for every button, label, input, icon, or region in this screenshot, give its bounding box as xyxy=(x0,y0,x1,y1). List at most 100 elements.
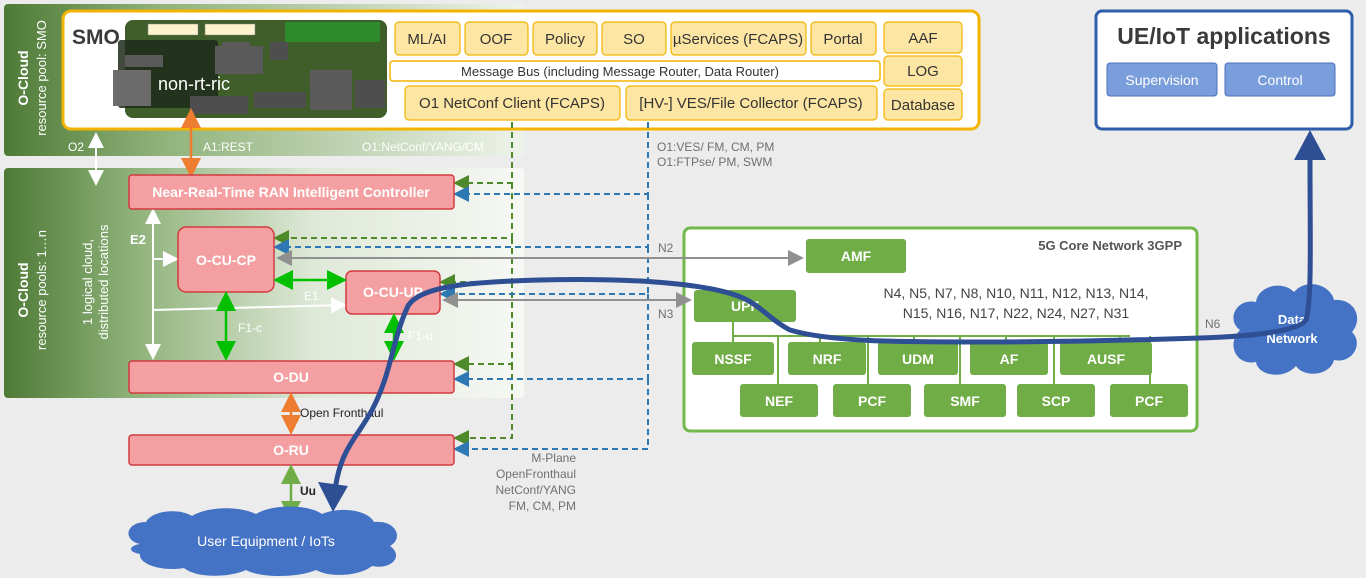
n6-label: N6 xyxy=(1205,317,1221,331)
uservices-box xyxy=(670,21,807,56)
pcf-1-box xyxy=(833,384,911,417)
scp-label: SCP xyxy=(1042,393,1071,409)
aaf-box xyxy=(883,21,963,54)
oof-box xyxy=(464,21,529,56)
near-rt-ric-box xyxy=(128,174,455,210)
so-label: SO xyxy=(623,31,645,48)
supervision-label: Supervision xyxy=(1125,72,1198,88)
core-title: 5G Core Network 3GPP xyxy=(1038,238,1182,253)
af-label: AF xyxy=(1000,351,1019,367)
flow-arrowhead-down xyxy=(318,482,348,512)
a1-label: A1:REST xyxy=(203,140,254,154)
e1-label: E1 xyxy=(304,289,319,303)
user-plane-flow-path xyxy=(331,159,1313,501)
oof-label: OOF xyxy=(480,31,513,48)
data-network-label-2: Network xyxy=(1266,331,1318,346)
nssf-label: NSSF xyxy=(714,351,752,367)
portal-label: Portal xyxy=(823,31,862,48)
log-box xyxy=(883,55,963,87)
core-interfaces-2: N15, N16, N17, N22, N24, N27, N31 xyxy=(903,305,1130,321)
pcf-2-label: PCF xyxy=(1135,393,1163,409)
mplane-label-1: M-Plane xyxy=(531,451,576,465)
e2-label: E2 xyxy=(130,232,146,247)
nrf-box xyxy=(788,342,866,375)
o-cloud-ran-note-2: distributed locations xyxy=(96,224,111,339)
smo-functions: ML/AI OOF Policy SO µServices (FCAPS) Po… xyxy=(389,21,963,121)
udm-label: UDM xyxy=(902,351,934,367)
mplane-label-2: OpenFronthaul xyxy=(496,467,576,481)
n2-label: N2 xyxy=(658,241,674,255)
nssf-box xyxy=(692,342,774,375)
message-bus-label: Message Bus (including Message Router, D… xyxy=(461,64,779,79)
amf-label: AMF xyxy=(841,248,872,264)
apps-title: UE/IoT applications xyxy=(1117,23,1330,49)
ml-ai-box xyxy=(394,21,461,56)
ml-ai-label: ML/AI xyxy=(407,31,446,48)
amf-box xyxy=(806,239,906,273)
o-cloud-ran-title: O-Cloud xyxy=(15,262,31,317)
user-equipment-label: User Equipment / IoTs xyxy=(197,533,335,549)
o-cloud-smo-title: O-Cloud xyxy=(15,50,31,105)
mplane-label-4: FM, CM, PM xyxy=(509,499,576,513)
o1-ves-label-2: O1:FTPse/ PM, SWM xyxy=(657,155,772,169)
aaf-label: AAF xyxy=(908,30,937,47)
nrf-label: NRF xyxy=(813,351,842,367)
smf-label: SMF xyxy=(950,393,980,409)
o-cloud-ran-note-1: 1 logical cloud, xyxy=(80,239,95,325)
core-network-box: 5G Core Network 3GPP N4, N5, N7, N8, N10… xyxy=(682,226,1199,433)
database-box xyxy=(883,88,963,121)
policy-box xyxy=(532,21,598,56)
non-rt-ric-label: non-rt-ric xyxy=(158,74,230,94)
ocu-up-label: O-CU-UP xyxy=(363,284,423,300)
so-box xyxy=(601,21,667,56)
ue-iot-applications-box: UE/IoT applications Supervision Control xyxy=(1094,9,1354,131)
pcf-1-label: PCF xyxy=(858,393,886,409)
ves-collector-label: [HV-] VES/File Collector (FCAPS) xyxy=(639,95,862,112)
scp-box xyxy=(1017,384,1095,417)
nef-label: NEF xyxy=(765,393,793,409)
smo-title: SMO xyxy=(72,26,120,49)
ausf-box xyxy=(1060,342,1152,375)
ocu-cp-label: O-CU-CP xyxy=(196,252,256,268)
near-rt-ric-label: Near-Real-Time RAN Intelligent Controlle… xyxy=(152,184,430,200)
control-label: Control xyxy=(1257,72,1302,88)
control-box xyxy=(1224,62,1336,97)
policy-label: Policy xyxy=(545,31,586,48)
pcf-2-box xyxy=(1110,384,1188,417)
af-box xyxy=(970,342,1048,375)
core-interfaces-1: N4, N5, N7, N8, N10, N11, N12, N13, N14, xyxy=(883,285,1148,301)
odu-label: O-DU xyxy=(273,369,309,385)
o1-ves-label-1: O1:VES/ FM, CM, PM xyxy=(657,140,774,154)
uu-label: Uu xyxy=(300,484,316,498)
udm-box xyxy=(878,342,958,375)
core-functions: AMF UPF NSSF NRF UDM AF AUSF NEF PCF SMF… xyxy=(692,239,1188,417)
o1-netconf-client-box xyxy=(404,85,621,121)
log-label: LOG xyxy=(907,63,939,80)
uservices-label: µServices (FCAPS) xyxy=(673,31,803,48)
o-cloud-ran-subtitle: resource pools: 1…n xyxy=(34,230,49,350)
user-equipment-cloud: User Equipment / IoTs xyxy=(128,506,397,576)
supervision-box xyxy=(1106,62,1218,97)
e2-lines xyxy=(145,208,347,360)
oru-label: O-RU xyxy=(273,442,309,458)
ausf-label: AUSF xyxy=(1087,351,1126,367)
f1c-label: F1-c xyxy=(238,321,262,335)
n3-label: N3 xyxy=(658,307,674,321)
nef-box xyxy=(740,384,818,417)
open-fronthaul-label: Open Fronthaul xyxy=(300,406,383,420)
mplane-label-3: NetConf/YANG xyxy=(496,483,576,497)
f1u-label: F1-u xyxy=(408,329,433,343)
database-label: Database xyxy=(891,97,955,114)
o2-label: O2 xyxy=(68,140,84,154)
data-network-cloud: Data Network xyxy=(1233,284,1358,375)
smf-box xyxy=(924,384,1006,417)
o1-netconf-client-label: O1 NetConf Client (FCAPS) xyxy=(419,95,605,112)
message-bus-box xyxy=(389,60,881,82)
portal-box xyxy=(810,21,877,56)
o-cloud-smo-subtitle: resource pool: SMO xyxy=(34,20,49,136)
flow-arrowhead-up xyxy=(1294,130,1326,160)
non-rt-ric-block: non-rt-ric xyxy=(113,20,387,118)
ves-collector-box xyxy=(625,85,878,121)
o1-netconf-label: O1:NetConf/YANG/CM xyxy=(362,140,484,154)
